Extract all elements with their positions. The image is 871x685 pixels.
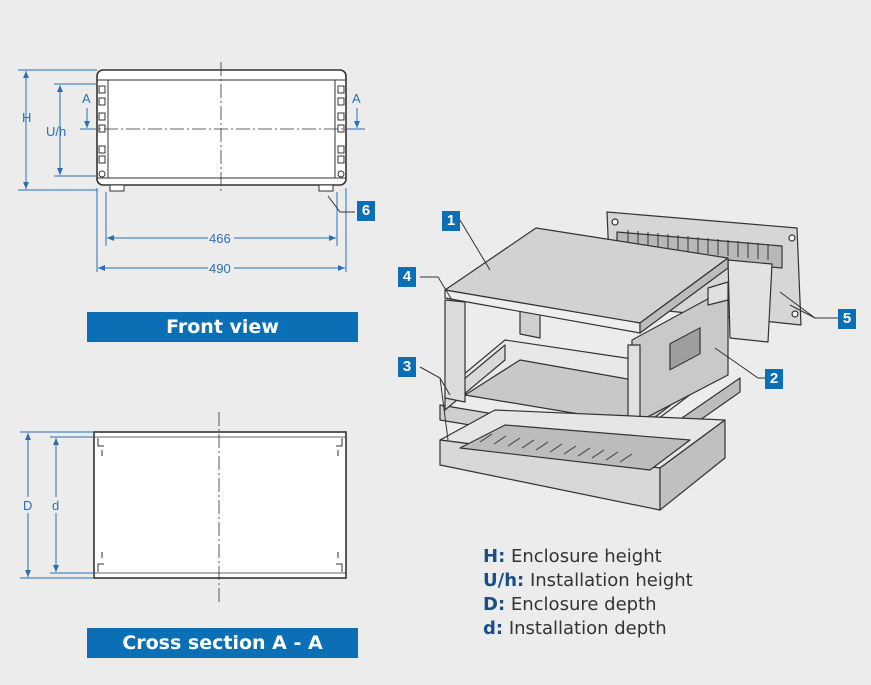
callout-leaders bbox=[419, 219, 838, 441]
legend-key: H: bbox=[483, 546, 506, 567]
legend-key: D: bbox=[483, 594, 506, 615]
callout-6-leader bbox=[327, 195, 355, 213]
dim-466: 466 bbox=[209, 231, 231, 246]
legend-item: D: Enclosure depth bbox=[483, 593, 693, 617]
section-mark-left: A bbox=[82, 91, 91, 106]
legend-text: Enclosure height bbox=[511, 546, 662, 567]
legend-text: Installation depth bbox=[508, 618, 667, 639]
dim-H: H bbox=[22, 110, 31, 125]
callout-2: 2 bbox=[765, 369, 783, 389]
section-mark-right: A bbox=[352, 91, 361, 106]
legend-item: H: Enclosure height bbox=[483, 545, 693, 569]
callout-6: 6 bbox=[357, 201, 375, 221]
dim-466-bg bbox=[208, 230, 234, 246]
legend-key: U/h: bbox=[483, 570, 525, 591]
front-view-banner: Front view bbox=[87, 312, 358, 342]
callout-3: 3 bbox=[398, 357, 416, 377]
dim-490: 490 bbox=[209, 261, 231, 276]
dim-D-bg bbox=[22, 497, 34, 513]
dim-490-bg bbox=[208, 260, 234, 276]
callout-4: 4 bbox=[398, 267, 416, 287]
legend: H: Enclosure height U/h: Installation he… bbox=[483, 545, 693, 641]
dim-d-bg bbox=[51, 497, 61, 513]
legend-item: U/h: Installation height bbox=[483, 569, 693, 593]
exploded-enclosure-view bbox=[439, 211, 802, 511]
cross-section-banner: Cross section A - A bbox=[87, 628, 358, 658]
dim-d: d bbox=[52, 498, 59, 513]
legend-item: d: Installation depth bbox=[483, 617, 693, 641]
cross-section-drawing bbox=[93, 412, 347, 602]
dim-D: D bbox=[23, 498, 32, 513]
legend-text: Installation height bbox=[529, 570, 693, 591]
callout-5: 5 bbox=[838, 309, 856, 329]
legend-text: Enclosure depth bbox=[510, 594, 657, 615]
legend-key: d: bbox=[483, 618, 504, 639]
callout-1: 1 bbox=[442, 211, 460, 231]
front-view-drawing bbox=[82, 62, 365, 194]
dim-U-h: U/h bbox=[46, 124, 66, 139]
